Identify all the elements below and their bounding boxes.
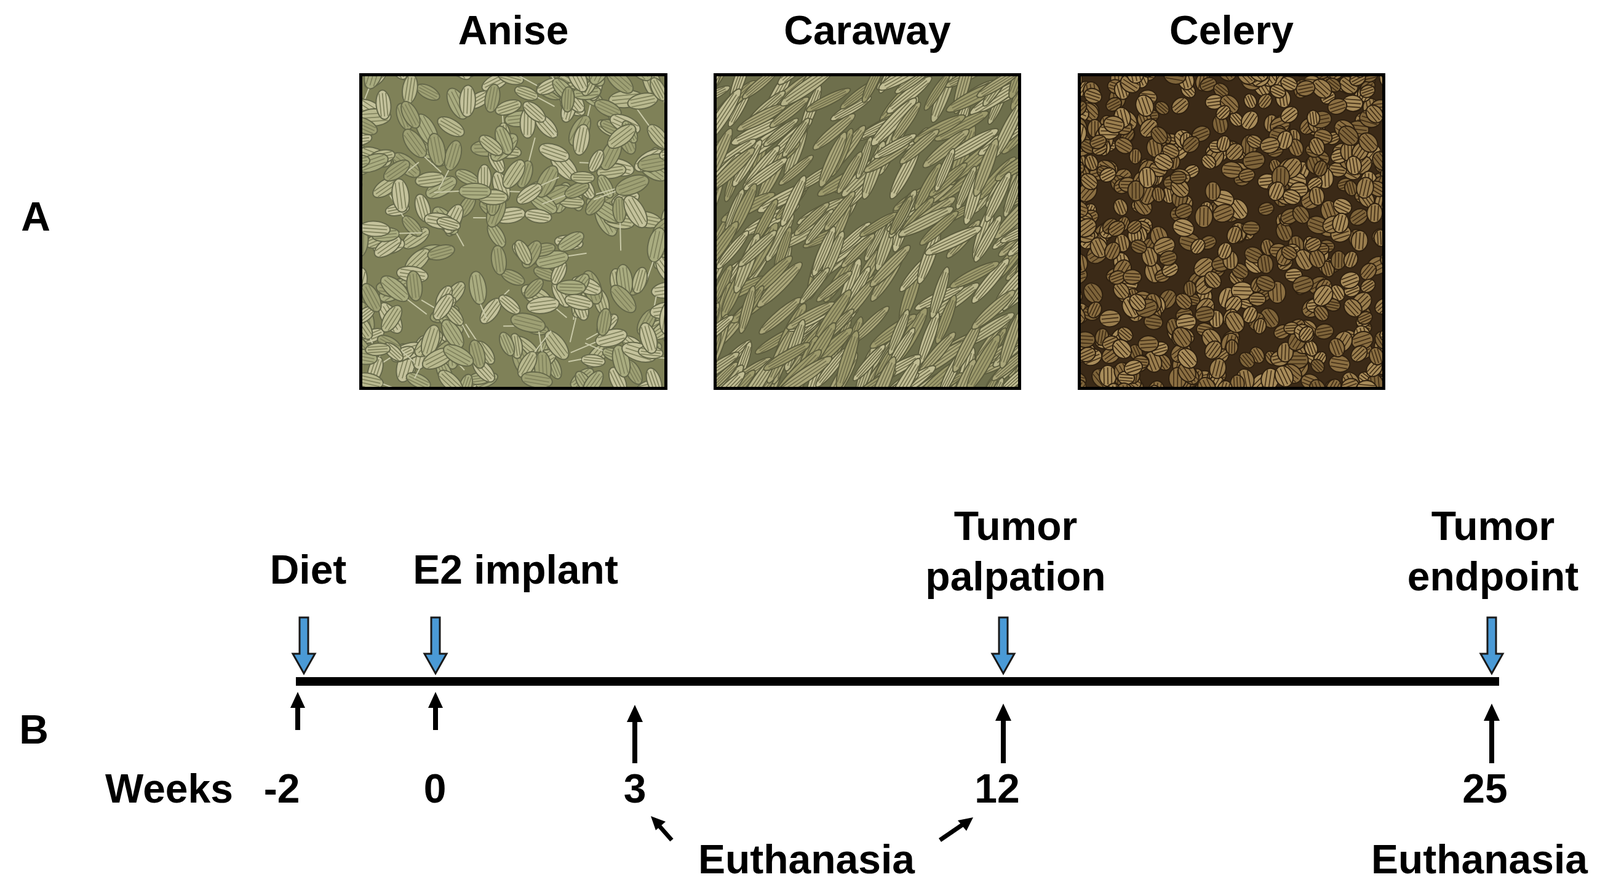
photo-panel: Caraway — [713, 6, 1022, 391]
seed-photo — [716, 76, 1019, 387]
blue-arrow — [292, 617, 315, 674]
blue-arrow — [424, 617, 447, 674]
photo-frame — [359, 73, 668, 391]
seed — [556, 279, 586, 296]
seed-ridge — [487, 167, 488, 189]
seed-ridge — [573, 174, 593, 176]
blue-arrow — [1480, 617, 1503, 674]
seed-ridge — [524, 110, 525, 136]
blue-arrow — [992, 617, 1015, 674]
seed-ridge — [461, 191, 488, 192]
black-arrow — [995, 703, 1012, 764]
seed-ridge — [573, 180, 593, 181]
black-arrow — [428, 692, 443, 731]
seed-photo — [362, 76, 665, 387]
timeline-bar — [295, 677, 1500, 686]
seed-ridge — [461, 195, 488, 196]
seed-ridge — [573, 177, 593, 178]
black-arrow — [290, 692, 306, 731]
photo-panel: Anise — [359, 6, 668, 391]
photo-frame — [713, 73, 1022, 391]
leader-arrow — [658, 824, 672, 841]
seed-ridge — [461, 187, 488, 189]
seed-ridge — [481, 200, 506, 202]
photo-heading: Anise — [359, 6, 668, 55]
black-arrow — [1483, 703, 1500, 764]
leader-arrow — [939, 824, 964, 841]
seed — [570, 171, 595, 184]
black-arrow — [626, 704, 643, 764]
